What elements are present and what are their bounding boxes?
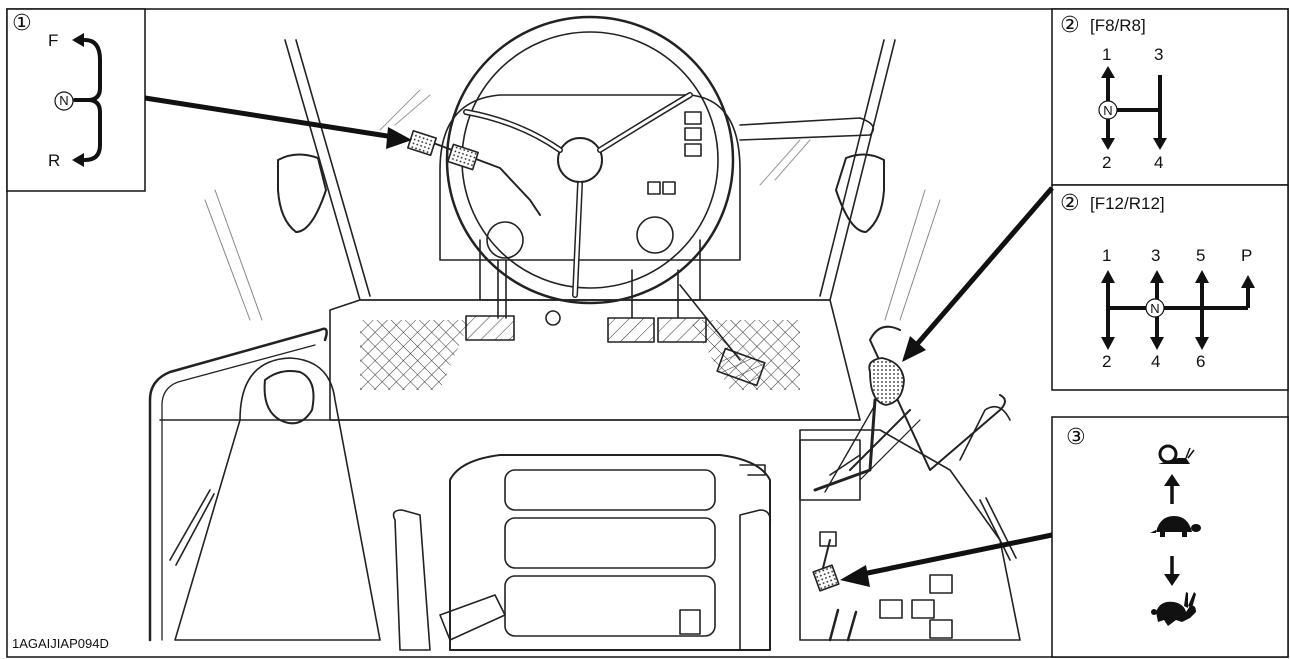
callout-arrows <box>144 95 1054 578</box>
gear-4-label: 4 <box>1151 352 1161 371</box>
panel2a-frame <box>1051 8 1289 186</box>
neutral-circle-icon <box>1145 298 1165 318</box>
rabbit-icon <box>1151 592 1196 626</box>
callout-arrow-gear <box>910 186 1054 352</box>
cab-illustration <box>148 15 1021 651</box>
gear-1-label: 1 <box>1102 246 1112 265</box>
reverse-label: R <box>48 151 61 170</box>
up-arrow-icon <box>1164 474 1180 504</box>
snail-icon <box>1158 444 1195 464</box>
gear-3-label: 3 <box>1154 45 1164 64</box>
gear-4-label: 4 <box>1154 153 1164 172</box>
neutral-circle-icon <box>1098 100 1118 120</box>
gear-1-label: 1 <box>1102 45 1112 64</box>
forward-label: F <box>48 31 59 50</box>
gear-8-neutral-label: N <box>1103 103 1113 118</box>
turtle-icon <box>1150 516 1201 537</box>
panel1-number: ① <box>12 11 32 36</box>
shuttle-bracket <box>73 38 102 162</box>
gear-12-neutral-label: N <box>1150 301 1160 316</box>
callout-arrowheads <box>386 127 926 587</box>
gear-6-label: 6 <box>1196 352 1206 371</box>
gear-3-label: 3 <box>1151 246 1161 265</box>
panel-gear-8 <box>1051 8 1289 186</box>
panel2a-title: [F8/R8] <box>1090 16 1146 35</box>
callout-arrow-shuttle <box>144 95 401 141</box>
panel2b-title: [F12/R12] <box>1090 194 1165 213</box>
panel-shuttle <box>6 8 146 192</box>
panel2b-number: ② <box>1060 191 1080 216</box>
neutral-circle-icon <box>54 91 74 111</box>
gear-8-arrowheads <box>1101 66 1167 150</box>
panel-range <box>1051 416 1289 658</box>
reverse-arrow-icon <box>72 153 84 167</box>
panel2a-number: ② <box>1060 13 1080 38</box>
park-label: P <box>1241 246 1253 265</box>
callout-arrow-range <box>857 532 1053 578</box>
gear-2-label: 2 <box>1102 352 1112 371</box>
neutral-label: N <box>59 93 69 108</box>
forward-arrow-icon <box>72 33 84 47</box>
gear-12-arrowheads <box>1101 270 1255 350</box>
panel-gear-12 <box>1051 184 1289 391</box>
down-arrow-icon <box>1164 556 1180 586</box>
figure-code: 1AGAIJIAP094D <box>12 636 109 651</box>
gear-2-label: 2 <box>1102 153 1112 172</box>
panel3-number: ③ <box>1066 425 1086 450</box>
gear-5-label: 5 <box>1196 246 1206 265</box>
h-pattern-12 <box>1106 280 1250 340</box>
